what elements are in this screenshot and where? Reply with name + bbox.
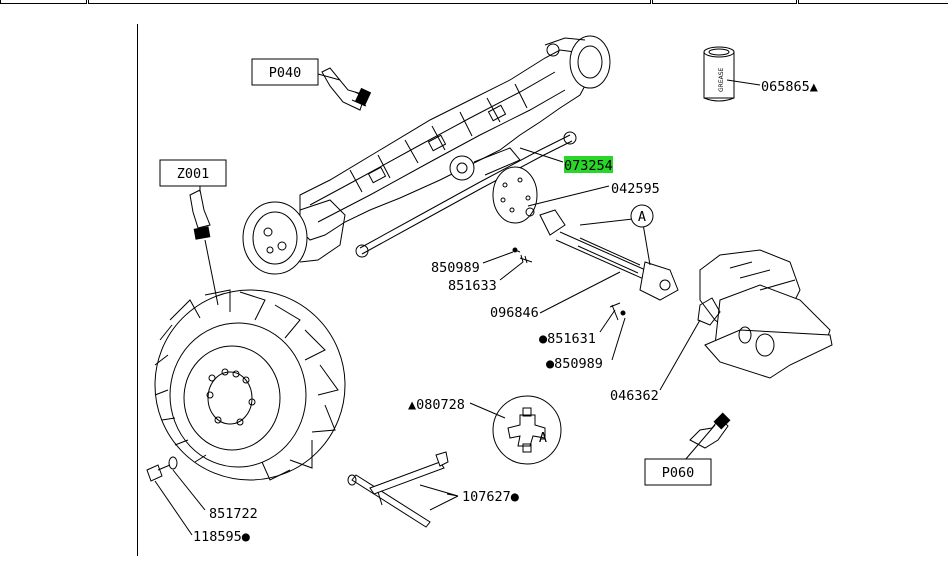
coupling-flange[interactable] bbox=[492, 166, 538, 224]
part-label-850989[interactable]: 850989 bbox=[431, 260, 480, 276]
grease-nipple-gearbox[interactable] bbox=[689, 412, 731, 449]
header-cell bbox=[652, 0, 797, 4]
highlight-073254 bbox=[564, 156, 613, 173]
wrench-tool[interactable] bbox=[347, 451, 449, 528]
detail-circle-a-label: A bbox=[539, 430, 547, 446]
header-cell bbox=[88, 0, 651, 4]
grease-tube[interactable] bbox=[703, 46, 735, 102]
part-label-073254[interactable]: 073254 bbox=[564, 158, 613, 174]
front-axle-assembly[interactable] bbox=[242, 35, 611, 275]
washer[interactable] bbox=[168, 456, 178, 470]
header-cell bbox=[0, 0, 87, 4]
part-label-851722[interactable]: 851722 bbox=[209, 506, 258, 522]
left-divider bbox=[137, 24, 138, 556]
callout-p040[interactable]: P040 bbox=[269, 65, 302, 81]
callout-box-z001[interactable] bbox=[159, 159, 227, 187]
wheel-and-tire[interactable] bbox=[154, 289, 346, 481]
header-cell bbox=[798, 0, 948, 4]
transfer-gearbox[interactable] bbox=[699, 249, 833, 379]
drive-shaft[interactable] bbox=[539, 209, 679, 301]
part-label-080728[interactable]: ▲080728 bbox=[408, 397, 465, 413]
part-label-107627[interactable]: 107627● bbox=[462, 489, 520, 505]
screw-851631[interactable] bbox=[609, 302, 621, 321]
grease-nipple-tire[interactable] bbox=[189, 189, 211, 240]
part-label-118595[interactable]: 118595● bbox=[193, 529, 251, 545]
flange-gasket[interactable] bbox=[697, 297, 721, 326]
callout-box-p040[interactable] bbox=[251, 58, 319, 86]
detail-marker-a[interactable] bbox=[630, 204, 654, 228]
o-ring[interactable] bbox=[525, 207, 535, 217]
part-label-065865[interactable]: 065865▲ bbox=[761, 79, 819, 95]
part-label-046362[interactable]: 046362 bbox=[610, 388, 659, 404]
part-label-851633[interactable]: 851633 bbox=[448, 278, 497, 294]
grease-nipple-front[interactable] bbox=[321, 67, 372, 111]
part-label-042595[interactable]: 042595 bbox=[611, 181, 660, 197]
part-label-851631[interactable]: ●851631 bbox=[539, 331, 596, 347]
detail-circle-a[interactable] bbox=[492, 395, 562, 465]
screw-851633[interactable] bbox=[519, 254, 533, 264]
callout-z001[interactable]: Z001 bbox=[177, 166, 210, 182]
callout-p060[interactable]: P060 bbox=[662, 465, 695, 481]
wheel-bolt[interactable] bbox=[146, 464, 171, 482]
detail-marker-a-label: A bbox=[638, 209, 646, 225]
table-header-strip bbox=[0, 0, 948, 4]
callout-box-p060[interactable] bbox=[644, 458, 712, 486]
grease-tube-label: GREASE bbox=[718, 67, 725, 92]
part-label-096846[interactable]: 096846 bbox=[490, 305, 539, 321]
part-label-850989-b[interactable]: ●850989 bbox=[546, 356, 603, 372]
